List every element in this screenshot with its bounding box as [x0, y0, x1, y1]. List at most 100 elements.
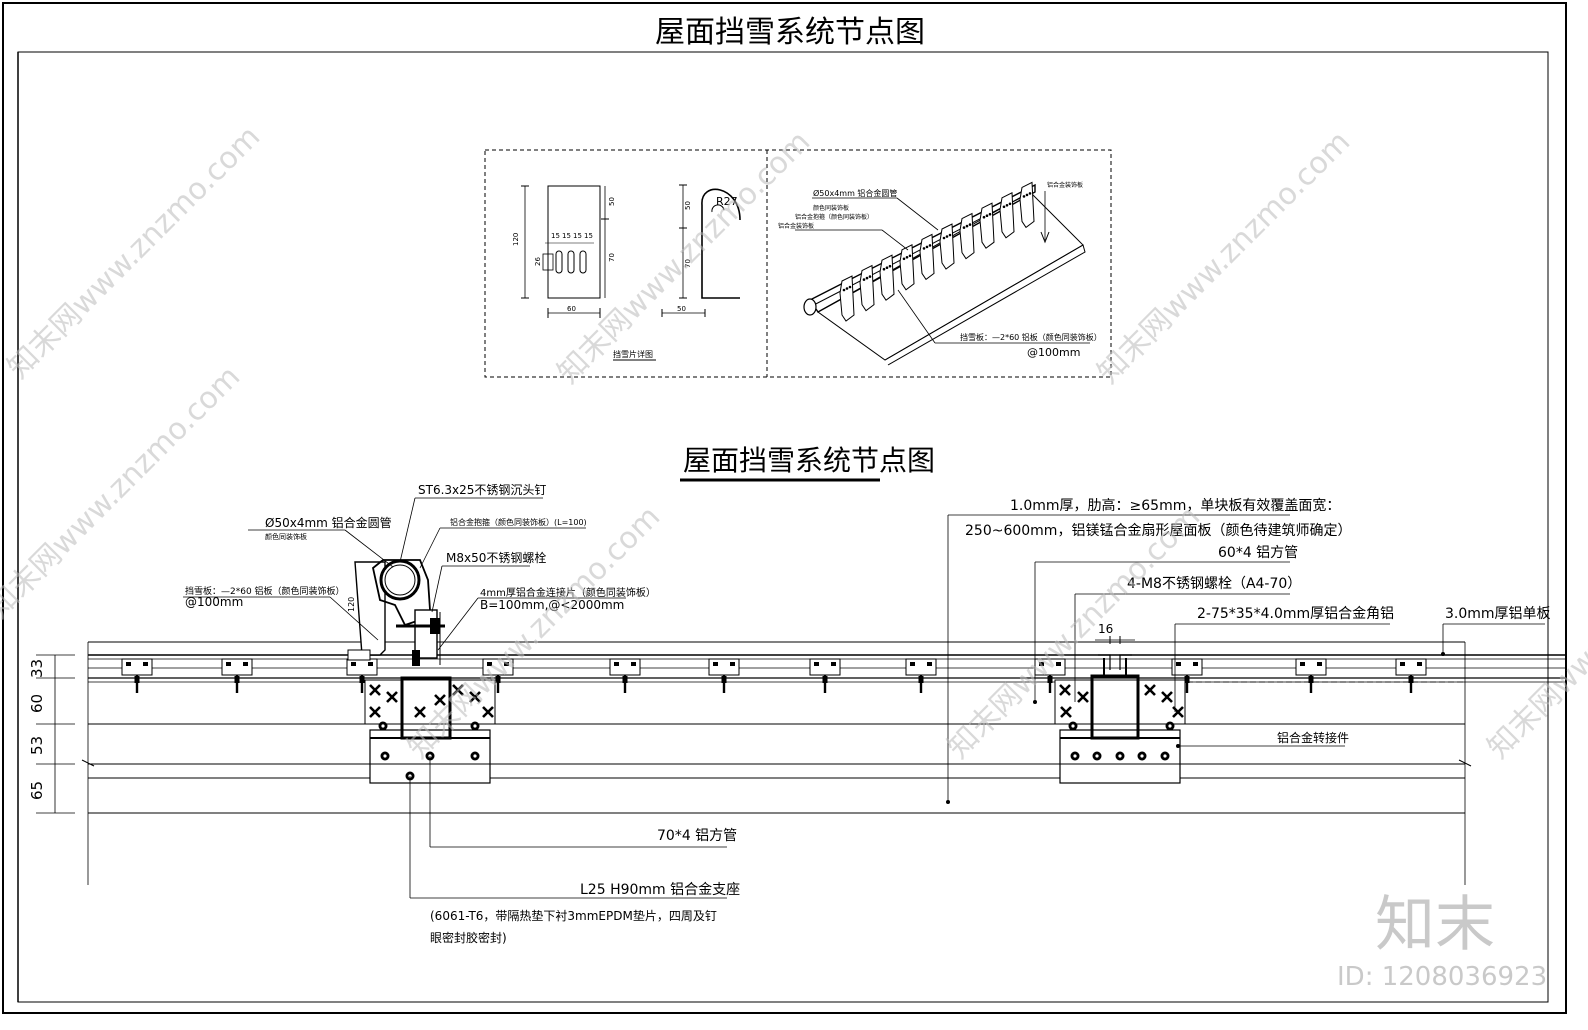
right-callouts: 1.0mm厚，肋高：≥65mm，单块板有效覆盖面宽： 250~600mm，铝镁锰… [946, 497, 1551, 804]
iso-board-label: 铝合金装饰板 [778, 222, 814, 230]
callout-tube70: 70*4 铝方管 [657, 828, 737, 844]
iso-plate [919, 233, 935, 281]
iso-plate-hole [965, 224, 969, 228]
iso-plate-hole [862, 278, 866, 281]
watermark-1: 知末网www.znzmo.com [1, 119, 267, 385]
iso-plate-hole [1025, 193, 1029, 197]
roof-clip [1294, 657, 1328, 695]
iso-plate-hole [905, 255, 909, 259]
dim-hook-50: 50 [684, 201, 692, 210]
iso-plate-label: 挡雪板：—2*60 铝板（颜色同装饰板） [960, 332, 1102, 342]
callout-screw: ST6.3x25不锈钢沉头钉 [418, 483, 546, 497]
dim-120: 120 [512, 233, 520, 246]
watermark-5: 知末网www.znzmo.com [401, 499, 667, 765]
right-connection [1054, 654, 1186, 784]
dim-gap-16: 16 [1098, 622, 1113, 636]
callout-panel-2: 250~600mm，铝镁锰合金扇形屋面板（颜色待建筑师确定） [965, 522, 1351, 539]
dim-15-a: 15 [551, 232, 560, 240]
dim-left-65: 65 [28, 781, 46, 800]
dim-radius: R27 [716, 195, 738, 208]
iso-plate-hole [882, 267, 886, 271]
iso-plate-hole [1028, 192, 1032, 195]
iso-plate-hole [985, 214, 989, 217]
roof-clip [1394, 657, 1428, 695]
dim-15-b: 15 [562, 232, 571, 240]
dim-120-main: 120 [347, 597, 356, 612]
detail-box: 120 50 70 26 15 15 15 15 60 50 70 50 R27 [484, 149, 1112, 378]
dim-60: 60 [567, 305, 576, 313]
watermark-2: 知末网www.znzmo.com [551, 124, 817, 390]
iso-plate-hole [968, 223, 972, 226]
dim-15-c: 15 [573, 232, 582, 240]
iso-bracket-label: 铝合金抱箍（颜色同装饰板） [795, 213, 873, 221]
iso-plate-hole [1002, 205, 1006, 209]
callout-bolts: 4-M8不锈钢螺栓（A4-70） [1127, 576, 1301, 592]
callout-pipe-sub: 颜色同装饰板 [265, 532, 307, 541]
brand-logo: 知末 [1375, 890, 1495, 960]
iso-plates [839, 181, 1035, 322]
sheet-border [2, 2, 1567, 1014]
iso-plate-hole [982, 215, 986, 219]
dim-50-top: 50 [608, 197, 616, 206]
iso-plate-hole [948, 233, 952, 237]
iso-pipe-label-group: Ø50x4mm 铝合金圆管 颜色同装饰板 [812, 188, 939, 231]
callout-support-2: (6061-T6，带隔热垫下衬3mmEPDM垫片，四周及钉 [430, 908, 717, 923]
dim-70: 70 [608, 253, 616, 262]
dim-15-d: 15 [584, 232, 593, 240]
snow-plate-flat: 120 50 70 26 15 15 15 15 60 [512, 185, 616, 318]
iso-pipe-sub: 颜色同装饰板 [813, 204, 849, 212]
callout-pipe: Ø50x4mm 铝合金圆管 [265, 515, 392, 530]
iso-plate [839, 275, 855, 322]
dim-left-53: 53 [28, 736, 46, 755]
left-callouts: ST6.3x25不锈钢沉头钉 Ø50x4mm 铝合金圆管 颜色同装饰板 铝合金抱… [183, 483, 740, 945]
iso-plate [939, 223, 955, 270]
callout-clamp: 铝合金抱箍（颜色同装饰板）(L=100) [450, 517, 587, 527]
iso-plate-hole [908, 254, 912, 258]
iso-bracket-label-group: 铝合金抱箍（颜色同装饰板） 铝合金装饰板 [778, 213, 909, 251]
iso-plate-hole [888, 264, 892, 268]
callout-sheet: 3.0mm厚铝单板 [1445, 606, 1551, 622]
iso-plate-hole [865, 276, 869, 280]
iso-plate-hole [928, 244, 932, 247]
dim-hook-70: 70 [684, 259, 692, 268]
callout-panel-1: 1.0mm厚，肋高：≥65mm，单块板有效覆盖面宽： [1010, 497, 1340, 514]
iso-plate-hole [922, 247, 926, 250]
iso-plate-hole [988, 212, 992, 216]
iso-plate-hole [885, 266, 889, 270]
iso-plate-hole [1008, 202, 1012, 206]
iso-plate [879, 254, 895, 301]
iso-plate [899, 244, 915, 291]
roof-clip [120, 657, 154, 695]
iso-spacing-label: @100mm [1027, 346, 1080, 359]
callout-angle: 2-75*35*4.0mm厚铝合金角铝 [1197, 606, 1394, 622]
id-label: ID: 1208036923 [1337, 962, 1547, 992]
callout-connector: 4mm厚铝合金连接片（颜色同装饰板） [480, 586, 656, 599]
roof-section: 33 60 53 65 [28, 483, 1565, 945]
watermark-7: 知末网www.znzmo.com [1481, 499, 1588, 765]
iso-plate-hole [848, 285, 852, 289]
iso-plate-hole [902, 257, 906, 261]
iso-plate-hole [1022, 195, 1026, 198]
isometric-view: Ø50x4mm 铝合金圆管 颜色同装饰板 铝合金抱箍（颜色同装饰板） 铝合金装饰… [778, 181, 1102, 366]
roof-clips [120, 657, 1428, 695]
callout-plate-spacing: @100mm [185, 595, 243, 609]
watermark-3: 知末网www.znzmo.com [1091, 124, 1357, 390]
iso-plate-hole [845, 287, 849, 290]
snow-plate-profile: 50 70 50 R27 [661, 184, 741, 317]
detail-caption: 挡雪片详图 [613, 349, 653, 359]
iso-sheet-label: 铝合金装饰板 [1047, 181, 1083, 189]
roof-clip [904, 657, 938, 695]
sheet-title: 屋面挡雪系统节点图 [655, 15, 925, 50]
iso-plate [1019, 181, 1035, 229]
iso-plate [999, 192, 1015, 239]
dim-left-60: 60 [28, 694, 46, 713]
iso-plate [859, 264, 875, 312]
dim-left-33: 33 [28, 659, 46, 678]
callout-tube60: 60*4 铝方管 [1218, 545, 1298, 561]
iso-plate-hole [942, 236, 946, 240]
iso-plate-hole [1005, 204, 1009, 207]
iso-pipe-label: Ø50x4mm 铝合金圆管 [813, 188, 897, 198]
roof-clip [220, 657, 254, 695]
callout-support-3: 眼密封胶密封) [430, 930, 507, 945]
